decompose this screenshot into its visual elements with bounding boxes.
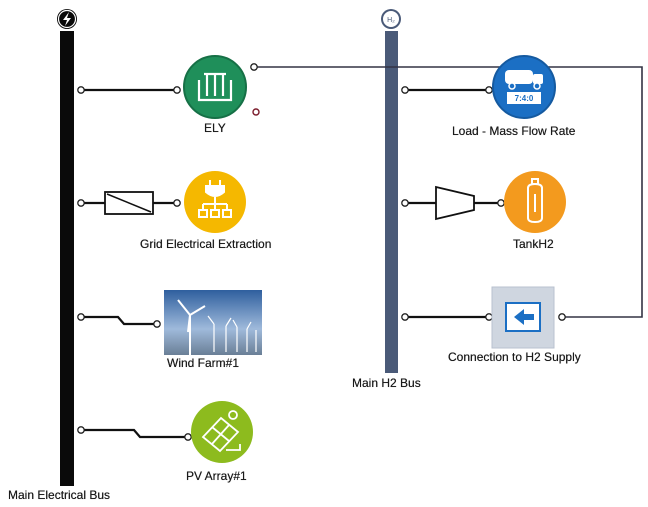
main-h2-bus-label: Main H2 Bus (352, 376, 421, 390)
pv-label: PV Array#1 (186, 469, 247, 483)
power-plug-icon (198, 180, 232, 218)
truck-icon: 7:4:0 (505, 70, 543, 104)
wind-farm-label: Wind Farm#1 (167, 356, 240, 370)
lightning-icon (57, 9, 77, 29)
pv-component[interactable] (191, 401, 253, 463)
wire-load (401, 86, 493, 94)
supply-label: Connection to H2 Supply (448, 350, 581, 364)
wire-supply (401, 313, 493, 321)
load-component[interactable]: 7:4:0 (492, 55, 556, 119)
grid-component[interactable] (184, 171, 246, 233)
compressor-symbol (435, 185, 475, 221)
wire-ely (77, 86, 181, 94)
wind-farm-component[interactable] (164, 290, 262, 355)
grid-label: Grid Electrical Extraction (140, 237, 272, 251)
wind-turbine-icon (177, 299, 257, 355)
wire-pv (77, 426, 192, 441)
hydrogen-tank-icon (527, 178, 543, 224)
ely-component[interactable] (183, 55, 247, 119)
load-label: Load - Mass Flow Rate (452, 124, 576, 138)
wire-grid (77, 199, 181, 207)
transformer-symbol (104, 191, 154, 215)
svg-text:H₂: H₂ (387, 17, 395, 24)
arrow-left-icon (505, 302, 541, 332)
solar-panel-icon (201, 410, 241, 453)
main-h2-bus[interactable] (385, 31, 398, 373)
tank-component[interactable] (504, 171, 566, 233)
wire-ely-h2 (250, 63, 643, 321)
tank-label: TankH2 (513, 237, 554, 251)
ely-label: ELY (204, 121, 226, 135)
main-electrical-bus[interactable] (60, 31, 74, 486)
main-electrical-bus-label: Main Electrical Bus (8, 488, 111, 502)
electrolyzer-icon (197, 72, 233, 102)
svg-text:7:4:0: 7:4:0 (515, 94, 534, 103)
supply-component[interactable] (491, 286, 555, 349)
h2-icon: H₂ (381, 9, 401, 29)
wire-wind (77, 313, 161, 328)
